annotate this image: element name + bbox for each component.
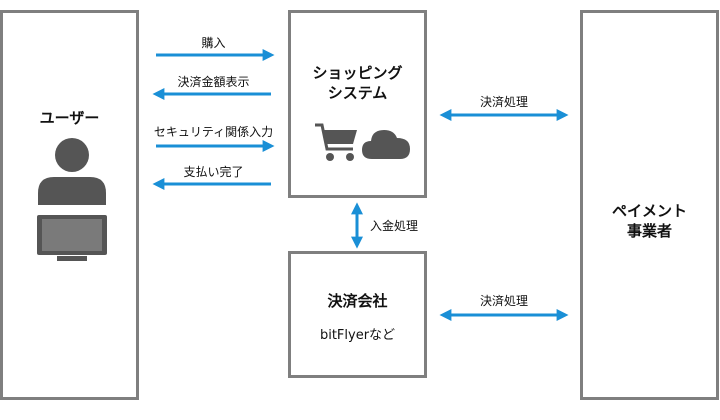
shopping-system-box: ショッピング システム — [288, 10, 427, 198]
label-payment-complete: 支払い完了 — [183, 165, 244, 179]
cloud-icon — [362, 130, 410, 159]
payment-provider-box: ペイメント 事業者 — [580, 10, 719, 400]
payment-provider-label-line1: ペイメント — [611, 202, 687, 220]
label-settlement-shop-provider: 決済処理 — [479, 95, 528, 109]
payment-provider-label-line2: 事業者 — [626, 222, 672, 240]
payment-company-label: 決済会社 — [327, 292, 388, 310]
shopping-system-label-line2: システム — [327, 84, 388, 102]
payment-company-example: bitFlyerなど — [319, 328, 396, 343]
label-security-input: セキュリティ関係入力 — [153, 125, 274, 139]
person-icon — [38, 138, 106, 205]
user-label: ユーザー — [39, 109, 100, 127]
label-purchase: 購入 — [201, 36, 226, 50]
payment-company-box: 決済会社 bitFlyerなど — [288, 251, 427, 378]
shopping-system-label-line1: ショッピング — [312, 64, 403, 82]
label-payment-amount-display: 決済金額表示 — [177, 75, 250, 89]
label-settlement-company-provider: 決済処理 — [479, 294, 528, 308]
label-deposit-processing: 入金処理 — [370, 219, 419, 233]
user-box: ユーザー — [0, 10, 139, 400]
shopping-cart-icon — [315, 123, 357, 161]
monitor-icon — [37, 215, 107, 261]
